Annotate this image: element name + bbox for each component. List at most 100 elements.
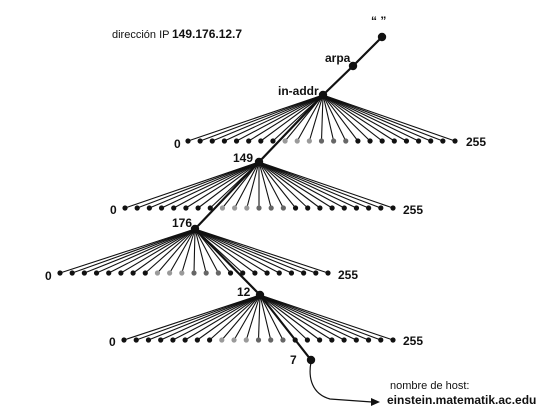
level-3-branch bbox=[194, 228, 268, 274]
root-label: “ ” bbox=[371, 14, 386, 28]
level-4-leaf-node bbox=[243, 337, 249, 343]
level-3-node bbox=[255, 290, 265, 300]
level-3-leaf-node bbox=[313, 270, 319, 276]
level-3-branch bbox=[193, 228, 196, 274]
level-4-leaf-node bbox=[219, 337, 225, 343]
level-2-leaf-node bbox=[378, 205, 384, 211]
level-4-leaf-node bbox=[145, 337, 152, 343]
level-1-branch bbox=[248, 94, 324, 142]
level-2-branch bbox=[258, 161, 382, 209]
level-4-leaf-node bbox=[206, 337, 213, 343]
level-1-leaf-node bbox=[415, 138, 422, 144]
level-2-leaf-node bbox=[256, 205, 262, 211]
level-1-leaf-node bbox=[270, 138, 276, 144]
level-2-leaf-node bbox=[158, 205, 165, 211]
level-1-leaf-node bbox=[197, 138, 203, 144]
level-4-branch bbox=[123, 294, 261, 341]
level-3-leaf-node bbox=[227, 270, 234, 276]
level-2-branch bbox=[258, 161, 309, 209]
level-2-leaf-node bbox=[146, 205, 152, 211]
level-3-leaf-node bbox=[288, 270, 295, 276]
level-4-leaf-node bbox=[170, 337, 176, 343]
level-2-leaf-node bbox=[134, 205, 140, 211]
level-4-node bbox=[306, 355, 316, 365]
arrow-head-icon bbox=[371, 398, 380, 406]
level-1-leaf-node bbox=[209, 138, 215, 144]
level-1-branch bbox=[320, 94, 324, 142]
level-2-value-label: 176 bbox=[172, 216, 192, 230]
level-3-branch bbox=[194, 228, 329, 274]
level-3-min-label: 0 bbox=[45, 269, 52, 283]
level-1-branch bbox=[322, 94, 419, 142]
level-3-branch bbox=[120, 228, 196, 274]
level-1-leaf-node bbox=[258, 138, 264, 144]
inaddr-node bbox=[318, 90, 328, 100]
root-node bbox=[377, 32, 387, 42]
arpa-node bbox=[348, 61, 358, 71]
level-1-branch bbox=[322, 94, 347, 142]
host-arrow bbox=[309, 361, 373, 403]
level-4-leaf-node bbox=[158, 337, 164, 343]
level-4-branch bbox=[160, 294, 261, 341]
level-1-branch bbox=[322, 94, 431, 142]
level-4-leaf-node bbox=[304, 337, 311, 343]
level-3-max-label: 255 bbox=[338, 268, 358, 282]
level-1-leaf-node bbox=[246, 138, 252, 144]
level-3-leaf-node bbox=[106, 270, 112, 276]
host-name: einstein.matematik.ac.edu bbox=[387, 393, 536, 407]
chain-edge bbox=[258, 94, 324, 163]
level-3-branch bbox=[194, 228, 207, 274]
level-3-leaf-node bbox=[215, 270, 221, 276]
level-1-branch bbox=[322, 94, 395, 142]
level-1-value-label: 149 bbox=[233, 151, 253, 165]
level-2-max-label: 255 bbox=[403, 203, 423, 217]
level-3-branch bbox=[194, 228, 317, 274]
level-4-branch bbox=[259, 294, 272, 341]
level-4-leaf-node bbox=[231, 337, 237, 343]
level-1-node bbox=[254, 157, 264, 167]
level-2-branch bbox=[258, 161, 284, 209]
level-3-leaf-node bbox=[179, 270, 185, 276]
level-1-branch bbox=[236, 94, 324, 142]
level-3-leaf-node bbox=[191, 270, 197, 276]
level-2-leaf-node bbox=[305, 205, 311, 211]
level-4-branch bbox=[257, 294, 261, 341]
level-3-leaf-node bbox=[276, 270, 282, 276]
level-2-leaf-node bbox=[244, 205, 250, 211]
level-2-branch bbox=[258, 161, 345, 209]
level-4-branch bbox=[172, 294, 261, 341]
level-2-leaf-node bbox=[341, 205, 347, 211]
level-2-branch bbox=[258, 161, 296, 209]
level-3-branch bbox=[71, 228, 196, 274]
inaddr-label: in-addr bbox=[278, 84, 319, 98]
level-2-leaf-node bbox=[353, 205, 360, 211]
level-1-leaf-node bbox=[403, 138, 410, 144]
level-2-min-label: 0 bbox=[110, 203, 117, 217]
level-3-leaf-node bbox=[81, 270, 87, 276]
level-2-branch bbox=[161, 161, 260, 209]
level-3-branch bbox=[157, 228, 196, 274]
level-2-branch bbox=[258, 161, 394, 209]
level-1-leaf-node bbox=[452, 138, 458, 144]
level-4-leaf-node bbox=[268, 337, 274, 343]
level-2-branch bbox=[173, 161, 260, 209]
level-2-node bbox=[190, 224, 200, 234]
level-4-branch bbox=[136, 294, 261, 341]
level-2-branch bbox=[258, 161, 272, 209]
chain-edge bbox=[259, 294, 312, 361]
level-1-branch bbox=[322, 94, 371, 142]
level-2-leaf-node bbox=[232, 205, 238, 211]
chain-edge bbox=[194, 161, 260, 230]
level-4-leaf-node bbox=[378, 337, 384, 343]
level-2-branch bbox=[149, 161, 260, 209]
level-1-leaf-node bbox=[306, 138, 312, 144]
level-3-branch bbox=[59, 228, 196, 274]
level-1-branch bbox=[322, 94, 359, 142]
level-3-leaf-node bbox=[142, 270, 148, 276]
level-1-leaf-node bbox=[428, 138, 434, 144]
level-4-branch bbox=[259, 294, 320, 341]
level-3-leaf-node bbox=[154, 270, 161, 276]
level-3-branch bbox=[144, 228, 196, 274]
level-2-leaf-node bbox=[195, 205, 201, 211]
level-4-branch bbox=[197, 294, 261, 341]
